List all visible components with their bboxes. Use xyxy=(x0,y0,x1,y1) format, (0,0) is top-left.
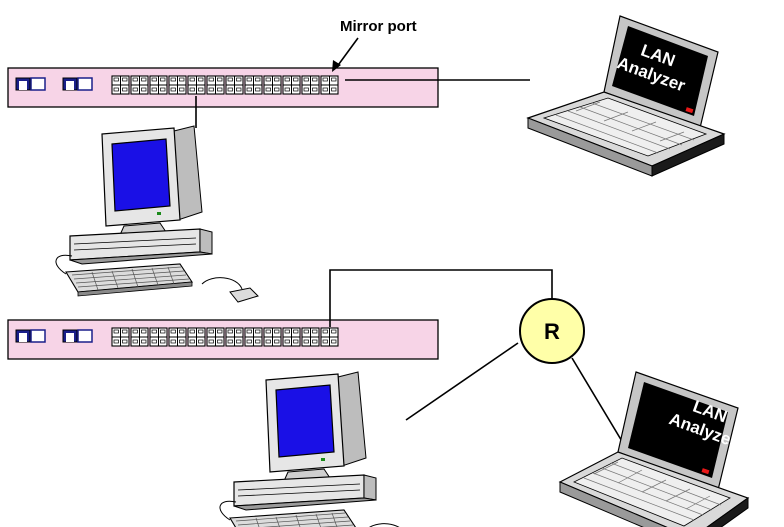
bottom-scenario: R LAN Analyzer xyxy=(8,269,749,527)
router-label: R xyxy=(544,319,560,344)
top-desktop-computer-icon xyxy=(55,125,259,303)
top-laptop-icon xyxy=(527,15,725,177)
bottom-router-analyzer-link xyxy=(571,357,627,449)
mirror-port-arrow xyxy=(335,37,359,69)
bottom-switch-router-link xyxy=(329,269,553,327)
mirror-port-arrowhead xyxy=(332,60,341,72)
router-icon xyxy=(519,298,585,364)
mirror-port-label: Mirror port xyxy=(340,18,417,35)
bottom-desktop-computer-icon xyxy=(219,371,423,527)
bottom-switch-icon xyxy=(8,320,438,359)
bottom-laptop-icon xyxy=(559,371,749,527)
top-scenario: Mirror port LAN Analyzer xyxy=(8,15,725,303)
top-switch-icon xyxy=(8,68,438,107)
bottom-router-desktop-link xyxy=(405,342,519,421)
